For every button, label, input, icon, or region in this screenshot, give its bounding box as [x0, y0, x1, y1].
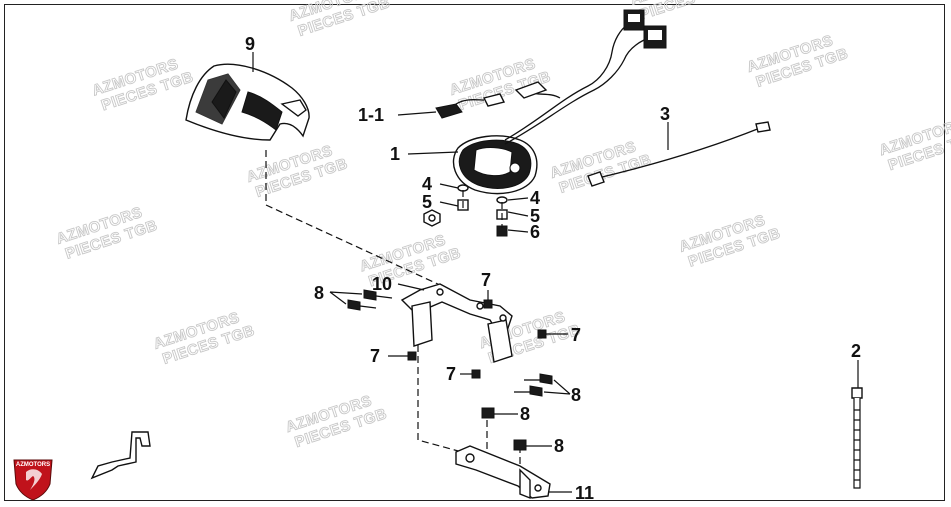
diagram-frame	[4, 4, 945, 501]
callout-5-left: 5	[422, 192, 432, 212]
callout-1-1: 1-1	[358, 105, 384, 125]
callout-8-middle: 8	[520, 404, 530, 424]
callout-11: 11	[575, 483, 594, 503]
speedometer-icon[interactable]	[452, 135, 538, 195]
front-direction-icon	[90, 431, 151, 480]
callout-7-top: 7	[481, 270, 491, 290]
callout-7-lower: 7	[446, 364, 456, 384]
washer-icon[interactable]	[457, 184, 508, 204]
callout-leaders	[252, 52, 859, 493]
stay-bracket-icon[interactable]	[455, 445, 551, 500]
azmotors-logo: AZMOTORS	[13, 459, 53, 501]
callout-3: 3	[660, 104, 670, 124]
meter-bracket-icon[interactable]	[400, 283, 513, 363]
callout-10: 10	[372, 274, 392, 294]
nut-icon[interactable]	[407, 299, 547, 379]
connector-icon[interactable]	[435, 93, 506, 119]
cable-tie-icon[interactable]	[851, 387, 863, 489]
speedometer-cable-icon[interactable]	[587, 121, 771, 187]
callout-1: 1	[390, 144, 400, 164]
callout-2: 2	[851, 341, 861, 361]
bolt-icon[interactable]	[481, 373, 553, 451]
bolt-icon[interactable]	[347, 289, 393, 311]
watermark-sub: PIECES TGB	[637, 0, 733, 24]
callout-4-right: 4	[530, 188, 540, 208]
callout-5-right: 5	[530, 206, 540, 226]
callout-8-upper: 8	[314, 283, 324, 303]
wire-harness	[504, 9, 667, 145]
logo-text: AZMOTORS	[16, 462, 50, 468]
callout-7-right: 7	[571, 325, 581, 345]
callout-8-right: 8	[571, 385, 581, 405]
callout-8-lower: 8	[554, 436, 564, 456]
callout-4-left: 4	[422, 174, 432, 194]
callout-7-left: 7	[370, 346, 380, 366]
callout-labels: 9 1-1 1 3 4 5 4 5 6 10 7 8 7 7 7 8 8 8 1…	[245, 34, 861, 503]
nut-icon[interactable]	[423, 209, 508, 237]
callout-9: 9	[245, 34, 255, 54]
callout-6: 6	[530, 222, 540, 242]
meter-cover-icon[interactable]	[185, 63, 310, 141]
